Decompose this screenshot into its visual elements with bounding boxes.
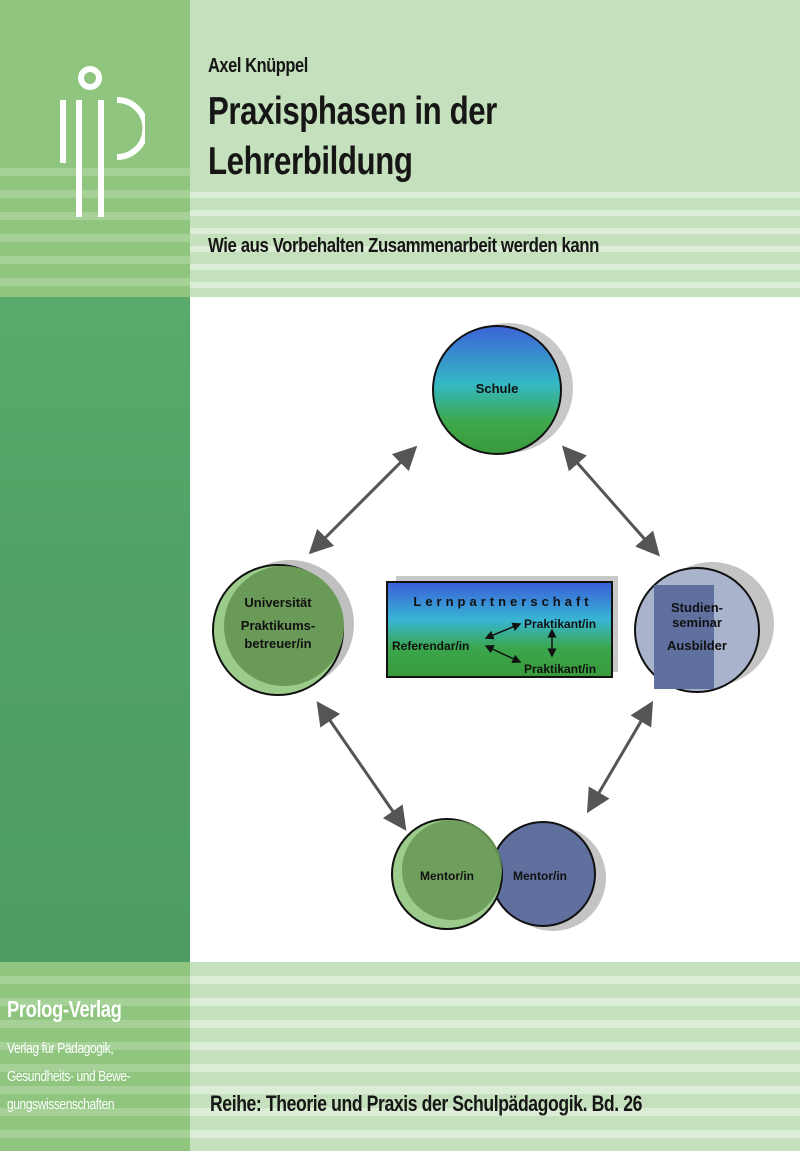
label-referendar: Referendar/in	[392, 639, 469, 653]
publisher-desc-line: Verlag für Pädagogik,	[7, 1040, 114, 1057]
label-seminar-role: Ausbilder	[667, 638, 727, 653]
label-seminar2: seminar	[672, 615, 722, 630]
book-subtitle: Wie aus Vorbehalten Zusammenarbeit werde…	[208, 235, 599, 257]
cover-side-band	[0, 297, 190, 962]
publisher-name: Prolog-Verlag	[7, 996, 122, 1022]
label-uni-role2: betreuer/in	[244, 636, 311, 651]
author: Axel Knüppel	[208, 55, 308, 77]
label-mentor-1: Mentor/in	[420, 869, 474, 883]
label-praktikant-2: Praktikant/in	[524, 662, 596, 676]
box-lernpartnerschaft: Lernpartnerschaft Referendar/in Praktika…	[386, 576, 618, 678]
publisher-logo-icon	[60, 66, 145, 217]
circles-mentoren: Mentor/in Mentor/in	[391, 818, 606, 931]
circle-schule: Schule	[432, 323, 573, 455]
label-schule: Schule	[476, 381, 519, 396]
circle-universitaet: Universität Praktikums- betreuer/in	[212, 560, 354, 696]
connection-arrows	[308, 445, 660, 831]
cover-band-left	[0, 0, 190, 297]
cover-band-bottom-left	[0, 962, 190, 1151]
cover-band-top	[190, 0, 800, 297]
publisher-desc-line: gungswissenschaften	[7, 1096, 115, 1113]
publisher-desc-line: Gesundheits- und Bewe-	[7, 1068, 131, 1085]
label-universitaet: Universität	[244, 595, 312, 610]
label-lernpartnerschaft: Lernpartnerschaft	[413, 594, 592, 609]
cover-band-bottom	[190, 962, 800, 1151]
series-info: Reihe: Theorie und Praxis der Schulpädag…	[210, 1091, 643, 1116]
label-seminar1: Studien-	[671, 600, 723, 615]
book-title-line2: Lehrerbildung	[208, 140, 413, 183]
label-praktikant-1: Praktikant/in	[524, 617, 596, 631]
label-mentor-2: Mentor/in	[513, 869, 567, 883]
book-title-line1: Praxisphasen in der	[208, 90, 497, 133]
circle-studienseminar: Studien- seminar Ausbilder	[634, 562, 774, 693]
label-uni-role1: Praktikums-	[241, 618, 315, 633]
